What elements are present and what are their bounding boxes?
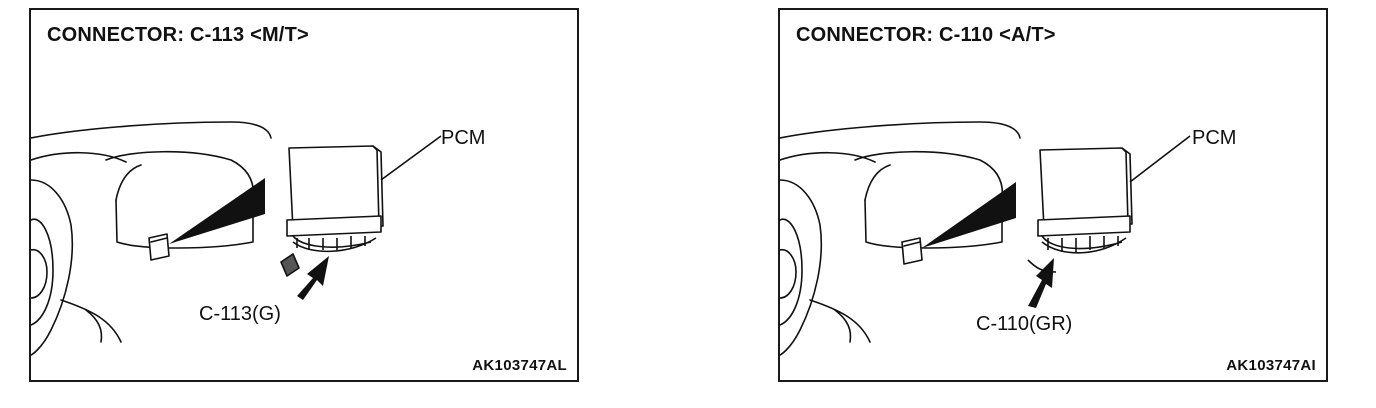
pcm-connectors bbox=[292, 235, 377, 253]
connector-panel-c113: CONNECTOR: C-113 <M/T> bbox=[29, 8, 579, 382]
connector-arrow bbox=[297, 256, 329, 300]
figure-code: AK103747AL bbox=[472, 357, 567, 374]
dashboard-illustration: PCM C-110(GR) bbox=[780, 121, 1236, 356]
pcm-module bbox=[1039, 147, 1129, 229]
figure-code: AK103747AI bbox=[1226, 357, 1316, 374]
dashboard-outline bbox=[31, 121, 272, 139]
steering-wheel bbox=[780, 248, 797, 299]
steering-wheel bbox=[31, 248, 48, 299]
connector-label: C-113(G) bbox=[199, 303, 281, 325]
connector-panel-c110: CONNECTOR: C-110 <A/T> PCM bbox=[778, 8, 1328, 382]
dashboard-illustration: PCM C-113(G) bbox=[31, 121, 485, 356]
component-label: PCM bbox=[1192, 127, 1236, 149]
connector-arrow bbox=[1028, 258, 1054, 308]
callout-wedge bbox=[169, 178, 265, 244]
component-label: PCM bbox=[441, 127, 485, 149]
panel-title: CONNECTOR: C-113 <M/T> bbox=[47, 24, 309, 46]
connector-label: C-110(GR) bbox=[976, 313, 1072, 335]
pcm-leader-line bbox=[380, 135, 442, 181]
pcm-module bbox=[288, 145, 380, 231]
panel-title: CONNECTOR: C-110 <A/T> bbox=[796, 24, 1056, 46]
callout-wedge bbox=[922, 182, 1016, 248]
pcm-connectors bbox=[1041, 235, 1127, 254]
pcm-leader-line bbox=[1129, 135, 1191, 183]
dashboard-outline bbox=[780, 121, 1021, 139]
